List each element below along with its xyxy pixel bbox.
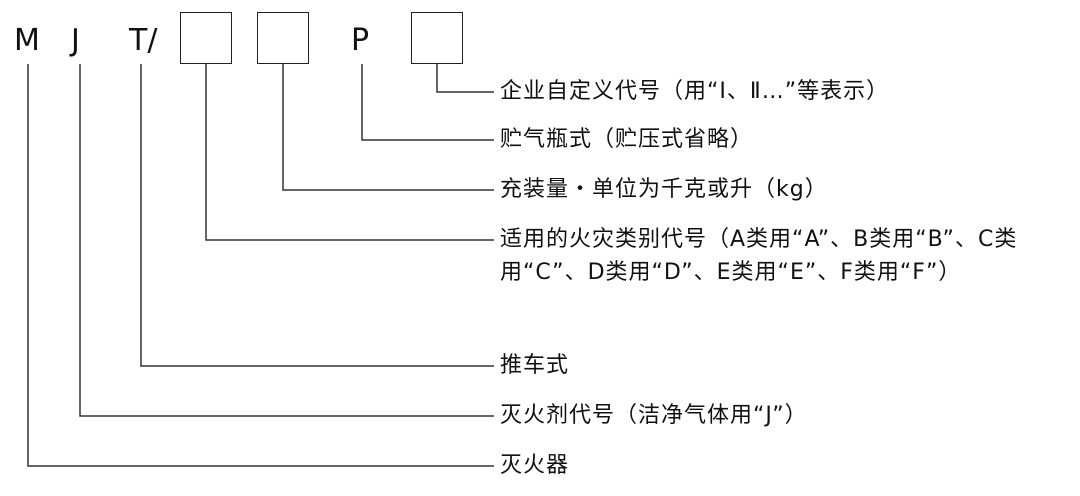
code-letter-m: M bbox=[14, 23, 40, 58]
connector-enterprise bbox=[436, 64, 494, 93]
label-fire-class: 适用的火灾类别代号（A类用“A”、B类用“B”、C类用“C”、D类用“D”、E类… bbox=[500, 227, 1018, 285]
label-enterprise-code: 企业自定义代号（用“Ⅰ、Ⅱ…”等表示） bbox=[500, 79, 890, 104]
label-capacity: 充装量・单位为千克或升（kg） bbox=[500, 177, 828, 202]
label-cart-type: 推车式 bbox=[500, 353, 570, 378]
connector-agent bbox=[79, 64, 494, 417]
connector-extinguisher bbox=[27, 64, 494, 467]
fire-class-code-box bbox=[180, 12, 232, 64]
connector-cylinder bbox=[361, 64, 494, 141]
connector-capacity bbox=[282, 64, 494, 191]
enterprise-code-box bbox=[411, 12, 463, 64]
connector-cart bbox=[140, 64, 494, 367]
label-cylinder-type: 贮气瓶式（贮压式省略） bbox=[500, 127, 754, 152]
capacity-code-box bbox=[257, 12, 309, 64]
label-agent-code: 灭火剂代号（洁净气体用“J”） bbox=[500, 403, 808, 428]
connector-fire-class bbox=[205, 64, 494, 241]
code-letter-t: T/ bbox=[129, 23, 158, 58]
code-letter-p: P bbox=[351, 23, 370, 58]
label-extinguisher: 灭火器 bbox=[500, 453, 570, 478]
code-letter-j: J bbox=[71, 23, 80, 58]
